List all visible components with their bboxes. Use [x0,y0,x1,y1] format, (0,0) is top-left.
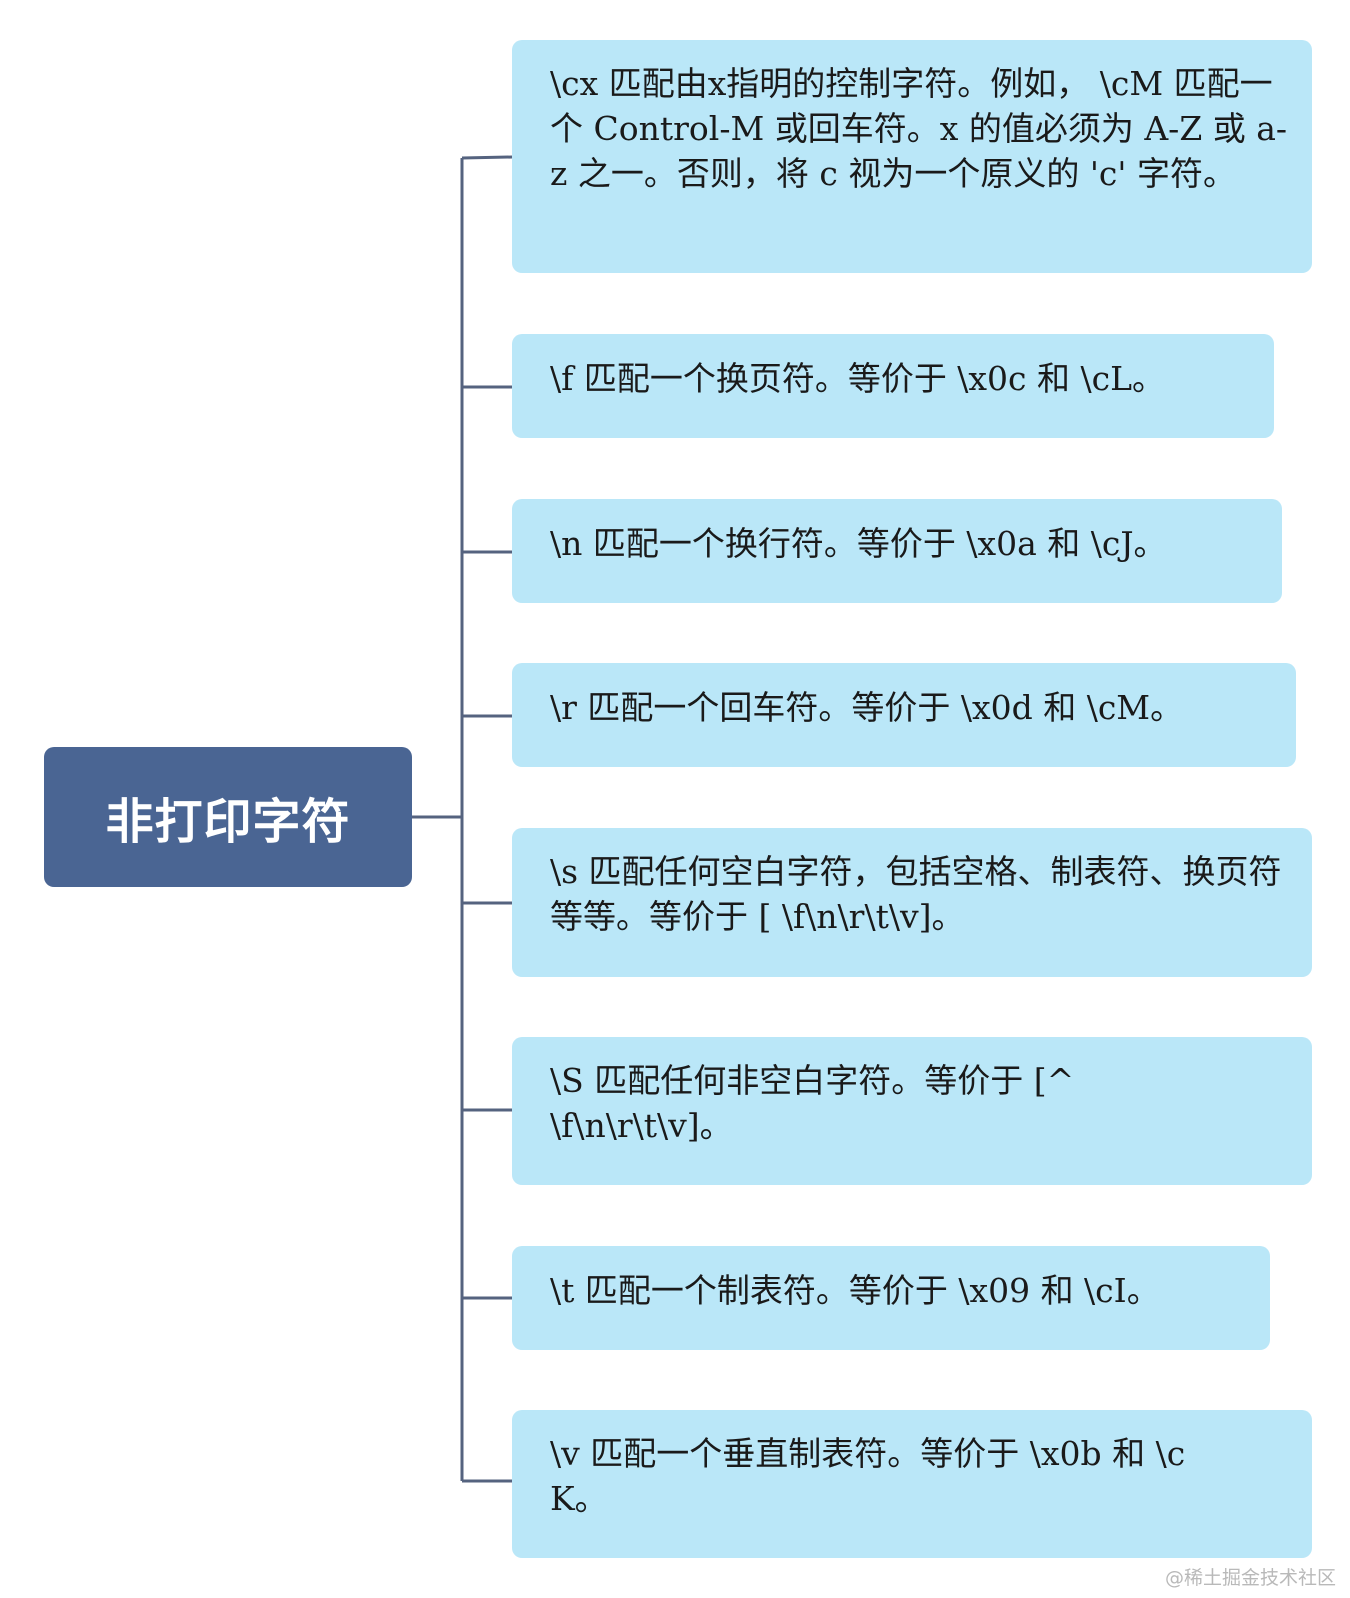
node-text: \S 匹配任何非空白字符。等价于 [^ \f\n\r\t\v]。 [550,1061,1075,1145]
node-text: \s 匹配任何空白字符，包括空格、制表符、换页符等等。等价于 [ \f\n\r\… [550,852,1282,936]
node-text: \t 匹配一个制表符。等价于 \x09 和 \cI。 [550,1271,1160,1310]
node-whitespace: \s 匹配任何空白字符，包括空格、制表符、换页符等等。等价于 [ \f\n\r\… [512,828,1312,977]
node-text: \r 匹配一个回车符。等价于 \x0d 和 \cM。 [550,688,1184,727]
node-form-feed: \f 匹配一个换页符。等价于 \x0c 和 \cL。 [512,334,1274,438]
node-carriage-return: \r 匹配一个回车符。等价于 \x0d 和 \cM。 [512,663,1296,767]
node-control-char: \cx 匹配由x指明的控制字符。例如， \cM 匹配一个 Control-M 或… [512,40,1312,273]
node-text: \cx 匹配由x指明的控制字符。例如， \cM 匹配一个 Control-M 或… [550,64,1288,193]
node-vertical-tab: \v 匹配一个垂直制表符。等价于 \x0b 和 \cK。 [512,1410,1312,1558]
node-newline: \n 匹配一个换行符。等价于 \x0a 和 \cJ。 [512,499,1282,603]
node-tab: \t 匹配一个制表符。等价于 \x09 和 \cI。 [512,1246,1270,1350]
node-text: \v 匹配一个垂直制表符。等价于 \x0b 和 \cK。 [550,1434,1186,1518]
node-text: \f 匹配一个换页符。等价于 \x0c 和 \cL。 [550,359,1166,398]
root-node: 非打印字符 [44,747,412,887]
node-non-whitespace: \S 匹配任何非空白字符。等价于 [^ \f\n\r\t\v]。 [512,1037,1312,1185]
node-text: \n 匹配一个换行符。等价于 \x0a 和 \cJ。 [550,524,1167,563]
root-label: 非打印字符 [105,794,351,850]
watermark: @稀土掘金技术社区 [1164,1567,1336,1589]
branch-1 [461,155,513,160]
